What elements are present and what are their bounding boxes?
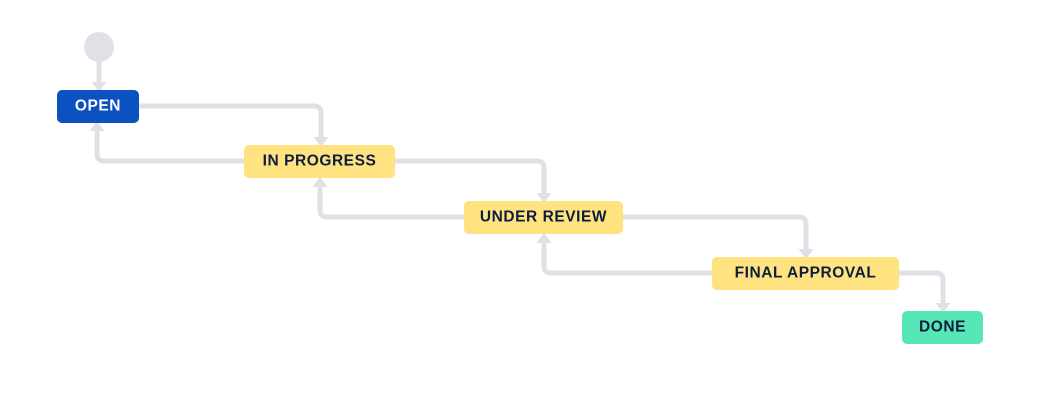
connector-line: [94, 131, 244, 164]
connector-under-review-to-final-approval: [623, 214, 814, 259]
status-node-label: DONE: [919, 318, 966, 336]
status-node-label: IN PROGRESS: [262, 152, 377, 170]
workflow-start-circle: [84, 32, 114, 62]
connector-line: [317, 187, 464, 220]
connector-arrowhead: [312, 177, 328, 187]
status-node-open[interactable]: OPEN: [57, 90, 139, 123]
connector-line: [139, 103, 324, 137]
status-node-done[interactable]: DONE: [902, 311, 983, 344]
status-node-under-review[interactable]: UNDER REVIEW: [464, 201, 623, 234]
status-node-label: UNDER REVIEW: [479, 208, 608, 226]
connector-final-approval-to-under-review: [536, 233, 712, 276]
status-node-label: FINAL APPROVAL: [734, 264, 877, 282]
connector-under-review-to-in-progress: [312, 177, 464, 220]
connector-arrowhead: [536, 233, 552, 243]
connector-line: [395, 158, 547, 193]
connector-line: [623, 214, 809, 249]
connector-line: [899, 270, 946, 303]
status-node-label: OPEN: [74, 97, 122, 115]
status-node-in-progress[interactable]: IN PROGRESS: [244, 145, 395, 178]
connector-line: [541, 243, 712, 276]
connector-final-approval-to-done: [899, 270, 951, 313]
connector-in-progress-to-open: [89, 121, 244, 164]
status-node-final-approval[interactable]: FINAL APPROVAL: [712, 257, 899, 290]
connector-in-progress-to-under-review: [395, 158, 552, 203]
connector-open-to-in-progress: [139, 103, 329, 147]
